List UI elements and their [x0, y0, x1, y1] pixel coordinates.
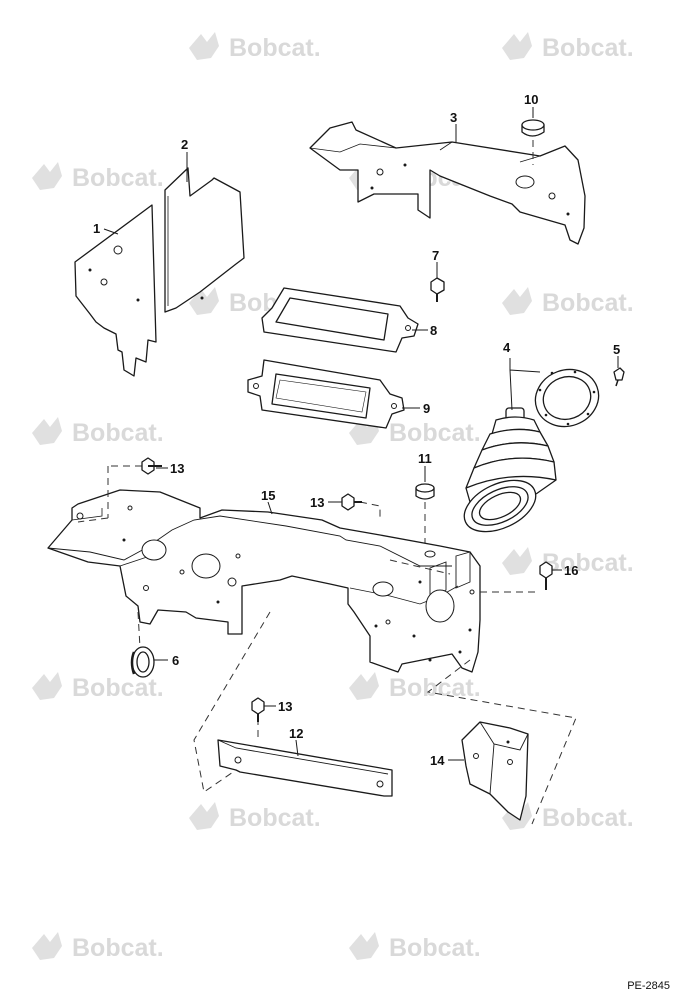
bobcat-logo-icon: [32, 672, 62, 700]
watermark: Bobcat.: [189, 802, 321, 832]
watermark: Bobcat.: [502, 547, 634, 577]
callout-11: 11: [418, 451, 432, 466]
callout-1: 1: [93, 221, 100, 236]
part-1-side-panel: [74, 204, 157, 377]
callout-7: 7: [432, 248, 439, 263]
bobcat-logo-icon: [502, 32, 532, 60]
bobcat-logo-icon: [32, 417, 62, 445]
part-15-main-bracket: [47, 489, 481, 673]
watermark: Bobcat.: [32, 932, 164, 962]
watermark-text: Bobcat.: [72, 674, 164, 702]
watermark-text: Bobcat.: [229, 34, 321, 62]
bobcat-logo-icon: [189, 802, 219, 830]
watermark: Bobcat.: [349, 932, 481, 962]
watermark: Bobcat.: [502, 287, 634, 317]
callout-13: 13: [310, 495, 324, 510]
callout-10: 10: [524, 92, 538, 107]
callout-16: 16: [564, 563, 578, 578]
part-13-bolt: [141, 457, 162, 475]
part-8-gasket: [261, 287, 419, 353]
bobcat-logo-icon: [502, 287, 532, 315]
watermark: Bobcat.: [32, 672, 164, 702]
callout-3: 3: [450, 110, 457, 125]
part-11-plug: [415, 483, 435, 500]
watermark-text: Bobcat.: [389, 419, 481, 447]
part-6-grommet: [130, 646, 155, 678]
watermark-text: Bobcat.: [72, 164, 164, 192]
watermark-text: Bobcat.: [542, 804, 634, 832]
assembly-dash-line: [389, 559, 451, 575]
watermark-text: Bobcat.: [542, 34, 634, 62]
watermark-text: Bobcat.: [542, 549, 634, 577]
bobcat-logo-icon: [349, 672, 379, 700]
callout-14: 14: [430, 753, 445, 768]
bobcat-logo-icon: [32, 162, 62, 190]
part-12-strap: [217, 739, 393, 797]
watermark: Bobcat.: [502, 32, 634, 62]
part-3-upper-bracket: [309, 121, 586, 245]
assembly-dash-line: [426, 659, 577, 825]
part-16-bolt: [539, 561, 553, 590]
watermark-text: Bobcat.: [542, 289, 634, 317]
watermark-text: Bobcat.: [72, 934, 164, 962]
bobcat-logo-icon: [502, 547, 532, 575]
watermark-text: Bobcat.: [389, 674, 481, 702]
part-5-screw: [613, 367, 625, 387]
callout-4: 4: [503, 340, 511, 355]
assembly-dash-line: [137, 611, 141, 649]
part-2-insulation-panel: [164, 167, 245, 313]
watermark: Bobcat.: [349, 672, 481, 702]
bobcat-logo-icon: [32, 932, 62, 960]
watermark-text: Bobcat.: [72, 419, 164, 447]
part-9-gasket-plate: [247, 359, 405, 429]
callout-13: 13: [170, 461, 184, 476]
leader-line: [295, 739, 299, 757]
callout-5: 5: [613, 342, 620, 357]
assembly-dash-line: [193, 611, 271, 793]
part-13-bolt: [341, 493, 362, 511]
leader-line: [509, 358, 541, 411]
leader-line: [103, 228, 119, 235]
figure-code: PE-2845: [627, 980, 670, 992]
watermark-text: Bobcat.: [229, 804, 321, 832]
watermark-text: Bobcat.: [389, 934, 481, 962]
part-4-boot-assembly: [463, 368, 600, 533]
callout-12: 12: [289, 726, 303, 741]
bobcat-logo-icon: [349, 932, 379, 960]
part-13-bolt: [251, 697, 265, 722]
watermark: Bobcat.: [189, 32, 321, 62]
bobcat-logo-icon: [189, 32, 219, 60]
watermark: Bobcat.: [32, 417, 164, 447]
part-10-plug: [521, 119, 545, 137]
leader-line: [267, 501, 273, 515]
assembly-dash-line: [359, 501, 381, 520]
callout-2: 2: [181, 137, 188, 152]
callout-8: 8: [430, 323, 437, 338]
callout-6: 6: [172, 653, 179, 668]
callout-15: 15: [261, 488, 275, 503]
bobcat-logo-icon: [189, 287, 219, 315]
watermark: Bobcat.: [32, 162, 164, 192]
part-14-angle-bracket: [461, 721, 529, 821]
callout-9: 9: [423, 401, 430, 416]
part-7-bolt: [430, 277, 445, 302]
assembly-dash-line: [77, 466, 109, 523]
callout-13: 13: [278, 699, 292, 714]
